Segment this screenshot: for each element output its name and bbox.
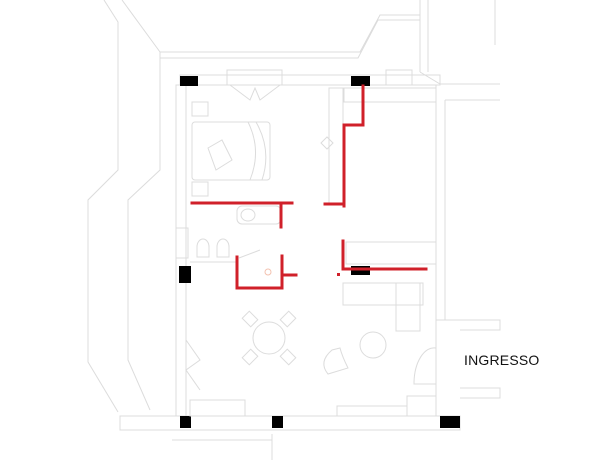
room-label-entrance: INGRESSO	[464, 352, 540, 368]
bathroom-fixtures	[190, 205, 282, 276]
armchair-and-coffee-table	[323, 331, 387, 375]
dining-table	[241, 310, 297, 366]
perimeter-walls	[119, 69, 461, 431]
entrance-door	[189, 347, 437, 417]
new-partition-walls	[190, 84, 428, 290]
building-outline	[87, 0, 501, 460]
wardrobe	[320, 87, 437, 205]
bed	[191, 101, 271, 197]
window-bedroom	[229, 84, 281, 101]
kitchen-counter	[342, 241, 437, 332]
structural-pillars	[179, 76, 460, 428]
window-living	[185, 339, 201, 391]
